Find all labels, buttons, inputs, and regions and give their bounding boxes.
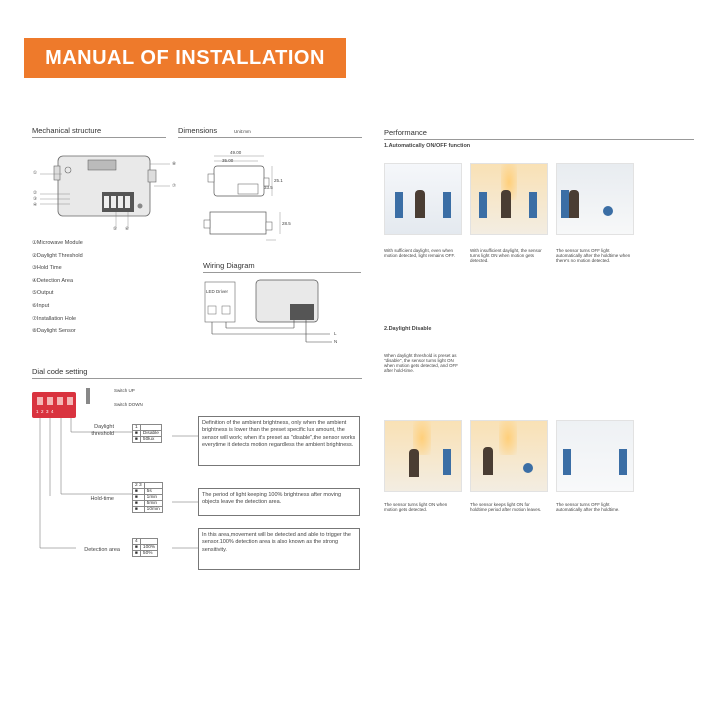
scene-light-off [556, 163, 634, 235]
scene-off-after-holdtime [556, 420, 634, 492]
hold-time-description: The period of light keeping 100% brightn… [198, 488, 360, 516]
mechanical-legend: ①Microwave Module ②Daylight Threshold ③H… [32, 237, 83, 338]
legend-item: ⑥Input [32, 302, 50, 309]
wiring-rule [203, 272, 361, 273]
mechanical-rule [32, 137, 166, 138]
daylight-disable-intro: When daylight threshold is preset as "di… [384, 353, 459, 373]
switch-indicator-icon [86, 388, 90, 404]
dimension-label: 49.00 [230, 150, 242, 155]
detection-area-options: 4 ■100% ■50% [132, 538, 159, 557]
dimension-label: 28.5 [282, 221, 291, 226]
timer-icon [523, 463, 533, 473]
caption: The sensor keeps light ON for holdtime p… [470, 502, 542, 512]
callout-5: ⑤ [113, 226, 118, 231]
person-icon [415, 190, 425, 218]
option-value: Disable [139, 430, 162, 437]
performance-title: Performance [384, 128, 427, 137]
switch-up-label: Switch UP [114, 388, 135, 393]
terminal-n-label: N [334, 339, 338, 344]
hold-time-options: 2 3 ■5s ■1min ■5min ■10min [132, 482, 163, 513]
legend-item: ⑧Daylight Sensor [32, 328, 76, 335]
dimensions-rule [178, 137, 362, 138]
callout-3: ③ [33, 196, 38, 201]
callout-6: ⑥ [125, 226, 130, 231]
legend-item: ④Detection Area [32, 277, 74, 284]
terminal-l-label: L [334, 331, 337, 336]
dial-connector-lines [39, 418, 200, 549]
daylight-threshold-options: 1 ■Disable ■50lux [132, 424, 162, 443]
legend-item: ②Daylight Threshold [32, 252, 83, 259]
wiring-title: Wiring Diagram [203, 261, 255, 270]
callout-7: ⑦ [172, 183, 177, 188]
caption: With insufficient daylight, the sensor t… [470, 248, 542, 263]
led-driver-label: LED Driver [206, 289, 229, 294]
mechanical-structure-title: Mechanical structure [32, 126, 102, 135]
caption: The sensor turns light ON when motion ge… [384, 502, 448, 512]
hold-time-label: Hold-time [90, 496, 114, 502]
option-value: 50lux [139, 436, 162, 443]
switch-down-label: Switch DOWN [114, 402, 143, 407]
option-value: 100% [139, 544, 159, 551]
legend-item: ①Microwave Module [32, 240, 83, 246]
dial-code-title: Dial code setting [32, 367, 88, 376]
switch-numbers: 1 2 3 4 [36, 409, 54, 414]
caption: The sensor turns OFF light automatically… [556, 248, 631, 263]
caption: With sufficient daylight, even when moti… [384, 248, 456, 258]
scene-sufficient-daylight [384, 163, 462, 235]
dimensions-drawing [203, 155, 281, 241]
callout-2: ② [33, 190, 38, 195]
caption: The sensor turns OFF light automatically… [556, 502, 620, 512]
daylight-threshold-label: Daylight threshold [91, 424, 114, 438]
callout-4: ④ [33, 202, 38, 207]
dial-rule [32, 378, 362, 379]
scene-insufficient-daylight [470, 163, 548, 235]
option-value: 50% [139, 550, 159, 557]
mechanical-structure-drawing [40, 155, 170, 228]
person-icon [569, 190, 579, 218]
wiring-diagram [204, 279, 332, 343]
dimension-label: 33.5 [264, 185, 273, 190]
callout-1: ① [33, 170, 38, 175]
legend-item: ⑤Output [32, 290, 54, 297]
detection-area-description: In this area,movement will be detected a… [198, 528, 360, 570]
manual-title-banner: MANUAL OF INSTALLATION [24, 38, 346, 78]
auto-onoff-heading: 1.Automatically ON/OFF function [384, 143, 471, 149]
dip-switch[interactable]: 1 2 3 4 [32, 392, 76, 418]
person-icon [501, 190, 511, 218]
dimensions-title: Dimensions [178, 126, 218, 135]
option-value: 10min [143, 506, 163, 513]
person-icon [483, 447, 493, 475]
callout-8: ⑧ [172, 161, 177, 166]
daylight-threshold-description: Definition of the ambient brightness, on… [198, 416, 360, 466]
dimension-label: 25.1 [274, 178, 283, 183]
performance-rule [384, 139, 694, 140]
dimensions-unit: Unit:mm [234, 129, 251, 134]
dimension-label: 35.00 [222, 158, 234, 163]
scene-light-on [384, 420, 462, 492]
detection-area-label: Detection area [84, 547, 120, 553]
daylight-disable-heading: 2.Daylight Disable [384, 326, 432, 332]
timer-icon [603, 206, 613, 216]
legend-item: ⑦Installation Hole [32, 315, 77, 322]
scene-holdtime [470, 420, 548, 492]
legend-item: ③Hold Time [32, 265, 62, 272]
person-icon [409, 449, 419, 477]
